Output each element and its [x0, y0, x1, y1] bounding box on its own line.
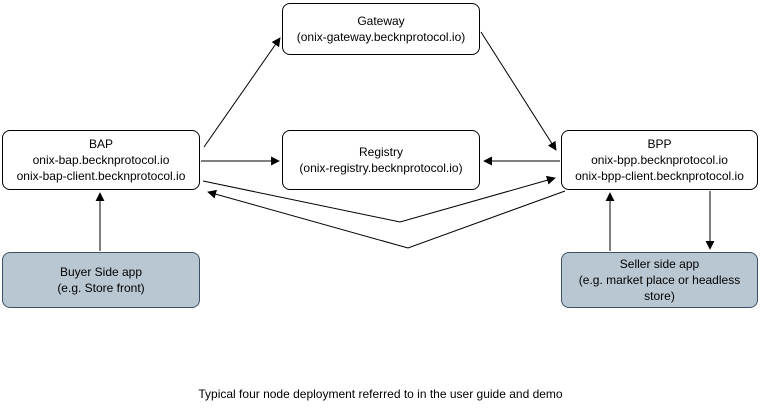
edge-bap-to-gateway: [203, 37, 281, 148]
node-seller-side-app[interactable]: Seller side app (e.g. market place or he…: [561, 252, 758, 308]
node-bap[interactable]: BAP onix-bap.becknprotocol.io onix-bap-c…: [2, 130, 200, 190]
node-seller-title: Seller side app: [619, 257, 700, 271]
node-bap-title: BAP: [88, 137, 113, 151]
edge-gateway-to-bpp: [480, 31, 557, 151]
node-registry[interactable]: Registry (onix-registry.becknprotocol.io…: [282, 130, 480, 190]
node-gateway-domain: (onix-gateway.becknprotocol.io): [296, 30, 466, 44]
node-bpp-domain: onix-bpp.becknprotocol.io: [591, 153, 728, 167]
node-bap-domain: onix-bap.becknprotocol.io: [32, 153, 170, 167]
node-registry-domain: (onix-registry.becknprotocol.io): [299, 161, 463, 175]
node-buyer-title: Buyer Side app: [59, 265, 143, 279]
node-buyer-side-app[interactable]: Buyer Side app (e.g. Store front): [2, 252, 200, 308]
node-gateway-title: Gateway: [357, 14, 405, 28]
node-bpp-client-domain: onix-bpp-client.becknprotocol.io: [575, 169, 744, 183]
node-buyer-example: (e.g. Store front): [57, 281, 145, 295]
node-seller-example: (e.g. market place or headless store): [578, 273, 741, 303]
node-registry-title: Registry: [358, 145, 403, 159]
node-bpp[interactable]: BPP onix-bpp.becknprotocol.io onix-bpp-c…: [561, 130, 758, 190]
edge-bpp-to-bap: [207, 189, 566, 249]
node-bap-client-domain: onix-bap-client.becknprotocol.io: [16, 169, 186, 183]
node-gateway[interactable]: Gateway (onix-gateway.becknprotocol.io): [282, 3, 480, 55]
diagram-caption: Typical four node deployment referred to…: [198, 387, 563, 401]
node-bpp-title: BPP: [647, 137, 672, 151]
